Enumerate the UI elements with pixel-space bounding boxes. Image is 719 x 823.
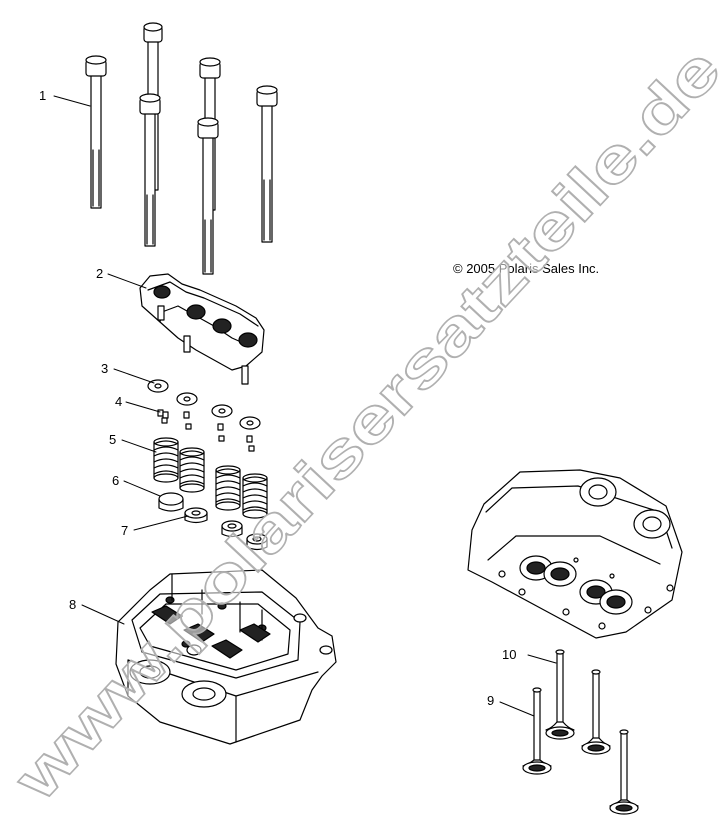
spring-seat	[158, 492, 184, 512]
callout-10: 10	[502, 647, 517, 662]
cylinder-head-top-view	[115, 569, 337, 745]
valve-springs	[153, 437, 268, 519]
copyright-notice: © 2005 Polaris Sales Inc.	[453, 261, 600, 276]
valve-keepers	[157, 409, 255, 452]
head-bolts	[85, 22, 278, 275]
callout-4: 4	[115, 394, 123, 409]
intake-valve	[609, 729, 639, 815]
spring-seats-and-seals	[158, 492, 268, 551]
valve-spring	[179, 447, 205, 493]
valve-stem-seal	[184, 507, 208, 524]
valve-stem-seal	[221, 520, 243, 538]
valves	[522, 649, 639, 815]
callout-7: 7	[121, 523, 129, 538]
cylinder-head-bottom-view	[467, 469, 683, 639]
callout-1: 1	[39, 88, 47, 103]
valve-spring-retainers	[147, 379, 261, 430]
head-bolt	[197, 117, 219, 275]
callout-8: 8	[69, 597, 77, 612]
head-bolt	[256, 85, 278, 243]
exhaust-valve	[581, 669, 611, 755]
head-bolt	[85, 55, 107, 209]
valve-stem-seal	[246, 533, 268, 551]
callout-6: 6	[112, 473, 120, 488]
intake-valve	[522, 687, 552, 775]
callout-5: 5	[109, 432, 117, 447]
exhaust-valve	[545, 649, 575, 740]
valve-spring	[215, 465, 241, 511]
callout-9: 9	[487, 693, 495, 708]
callout-3: 3	[101, 361, 109, 376]
leader-lines	[53, 95, 557, 717]
valve-spring	[242, 473, 268, 519]
rocker-arm-assembly	[139, 273, 265, 385]
callout-2: 2	[96, 266, 104, 281]
valve-spring	[153, 437, 179, 483]
head-bolt	[139, 93, 161, 247]
